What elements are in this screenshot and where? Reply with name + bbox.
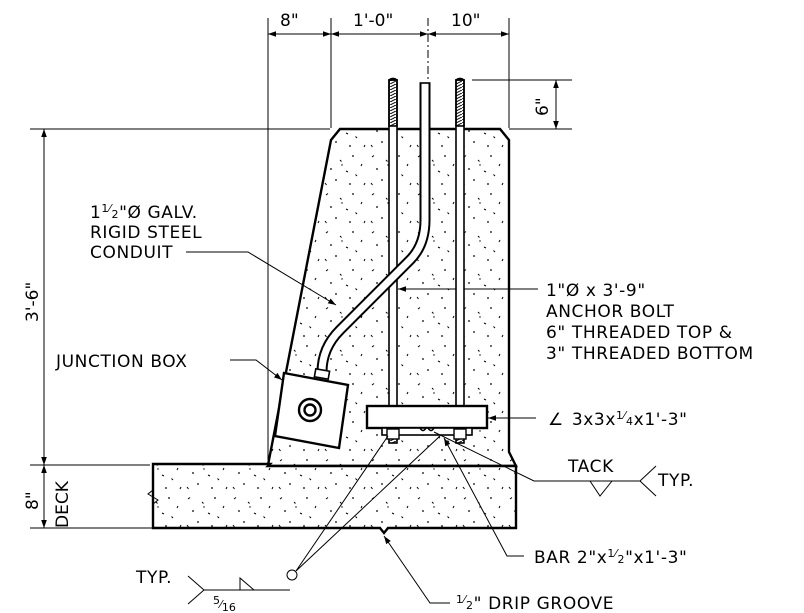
conduit-label-line1: 11⁄2"Ø GALV. <box>90 202 198 223</box>
dim-wall-height: 3'-6" <box>23 282 43 322</box>
deck-thickness-dimension <box>30 465 152 529</box>
bolt-nuts <box>386 428 467 440</box>
tack-weld-symbol <box>433 431 657 497</box>
dim-top-left: 8" <box>280 11 299 31</box>
weld-leaders <box>295 435 441 572</box>
tack-weld-marks <box>419 427 435 432</box>
deck-slab <box>151 462 518 535</box>
anchor-label-line2: ANCHOR BOLT <box>546 302 674 322</box>
steel-bar <box>381 427 473 436</box>
drip-groove-label: 1⁄2" DRIP GROOVE <box>456 593 614 613</box>
weld-all-around-circle <box>286 569 298 581</box>
anchor-label-line1: 1"Ø x 3'-9" <box>546 281 646 301</box>
bar-leader <box>443 437 524 557</box>
conduit-label-line3: CONDUIT <box>90 243 173 263</box>
tack-label: TACK <box>567 457 614 477</box>
junction-box <box>273 367 350 450</box>
dim-bolt-projection: 6" <box>533 97 553 116</box>
dim-deck-thickness: 8" <box>23 491 43 510</box>
fillet-weld-symbol <box>187 575 290 605</box>
deck-break-line <box>147 464 159 528</box>
wall-height-dimension <box>30 128 330 466</box>
junction-box-label: JUNCTION BOX <box>55 352 187 372</box>
steel-angle <box>365 404 489 430</box>
tack-typ-label: TYP. <box>657 471 694 491</box>
top-dimension-lines <box>267 18 510 460</box>
drip-groove-leader <box>383 535 450 604</box>
conduit-label-line2: RIGID STEEL <box>90 223 202 243</box>
bolt-projection-dimension <box>472 79 572 130</box>
deck-label: DECK <box>53 480 73 528</box>
weld-size-label: 5⁄16 <box>213 594 236 613</box>
weld-typ-label: TYP. <box>135 568 172 588</box>
anchor-label-line4: 3" THREADED BOTTOM <box>546 344 754 364</box>
anchor-bolt-right <box>455 77 465 444</box>
dim-top-right: 10" <box>451 11 480 31</box>
anchor-bolt-left <box>388 77 398 444</box>
angle-label: ∠3x3x1⁄4x1'-3" <box>548 409 688 430</box>
junction-box-leader <box>230 359 283 381</box>
anchor-label-line3: 6" THREADED TOP & <box>546 323 733 343</box>
conduit-leader <box>186 251 337 306</box>
bar-label: BAR 2"x1⁄2"x1'-3" <box>534 547 687 568</box>
dim-top-mid: 1'-0" <box>353 11 393 31</box>
